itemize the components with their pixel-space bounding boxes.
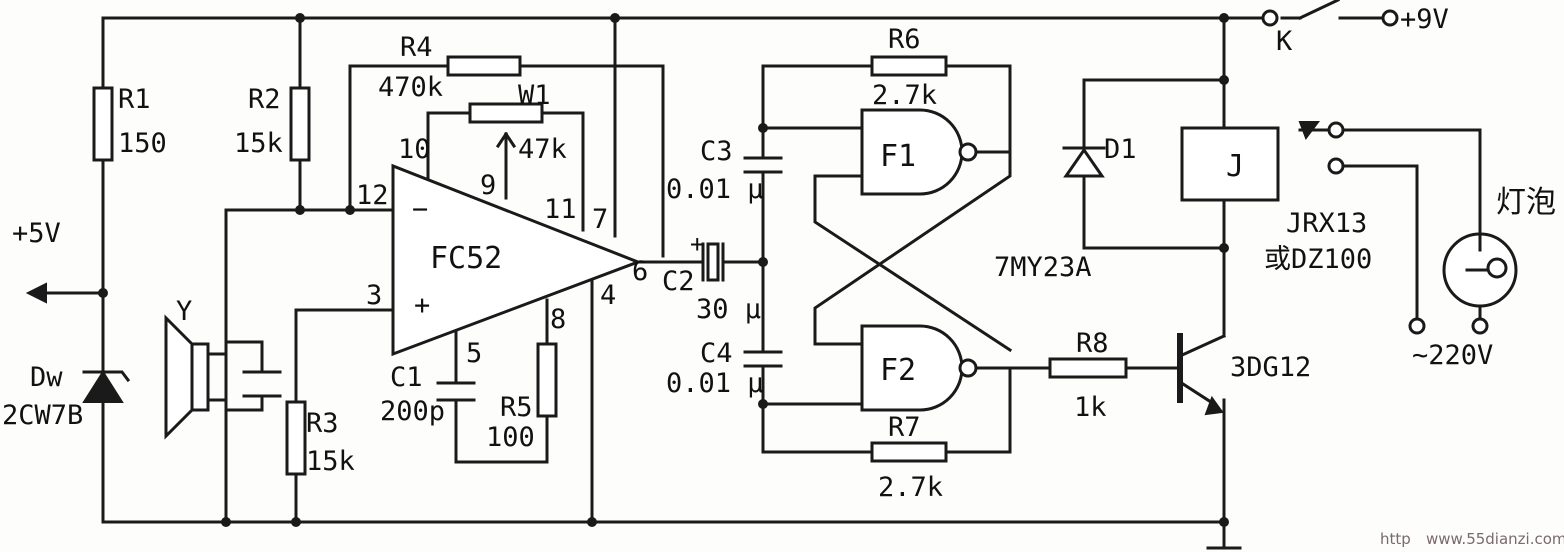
r2-name: R2 [248, 84, 281, 115]
zener-diode-dw [82, 370, 131, 403]
c3-name: C3 [700, 136, 733, 167]
pin-6: 6 [632, 256, 648, 287]
ic-plus: + [414, 290, 430, 321]
resistor-r3 [285, 400, 307, 476]
resistor-r5 [536, 342, 558, 418]
opamp-fc52 [391, 163, 643, 357]
capacitor-c2 [701, 242, 725, 282]
arrow-left-icon [25, 282, 47, 304]
wires [38, 16, 1482, 550]
relay-model-1: JRX13 [1286, 208, 1367, 239]
r1-name: R1 [118, 84, 151, 115]
pin-5: 5 [466, 338, 482, 369]
watermark-prefix: http [1380, 530, 1411, 548]
d1-label: D1 [1104, 134, 1137, 165]
supply-5v: +5V [12, 218, 61, 249]
watermark-site: www.55dianzi.com [1426, 530, 1564, 548]
labels: R1 150 R2 15k R3 15k R4 470k W1 47k R5 1… [2, 4, 1564, 548]
r8-value: 1k [1074, 392, 1107, 423]
pin-10: 10 [398, 134, 431, 165]
r1-value: 150 [118, 128, 167, 159]
zener-part: 2CW7B [2, 400, 83, 431]
c4-value: 0.01 μ [666, 368, 764, 399]
r2-value: 15k [234, 128, 283, 159]
c3-value: 0.01 μ [666, 174, 764, 205]
resistor-r2 [289, 86, 311, 162]
pin-12: 12 [356, 180, 389, 211]
relay-label: J [1226, 149, 1244, 184]
potentiometer-w1 [468, 102, 544, 124]
supply-9v: +9V [1400, 4, 1449, 35]
wiper-arrow-icon [495, 131, 517, 149]
lamp [1442, 232, 1518, 308]
w1-name: W1 [518, 80, 551, 111]
nand-gate-f1 [860, 108, 978, 196]
diode-d1 [1062, 146, 1106, 178]
c1-name: C1 [390, 362, 423, 393]
speaker-label: Y [176, 296, 192, 327]
terminals [1261, 9, 1489, 335]
c2-polarity: + [690, 230, 704, 258]
r4-value: 470k [378, 72, 443, 103]
pin-7: 7 [592, 204, 608, 235]
pin-11: 11 [544, 194, 577, 225]
pin-4: 4 [600, 280, 616, 311]
r7-value: 2.7k [878, 472, 943, 503]
r3-name: R3 [306, 408, 339, 439]
supply-ac: ~220V [1412, 340, 1493, 371]
r7-name: R7 [888, 412, 921, 443]
gate-chip-label: 7MY23A [994, 252, 1092, 283]
resistor-r6 [870, 55, 948, 77]
pin-8: 8 [550, 304, 566, 335]
r6-value: 2.7k [872, 80, 937, 111]
transistor-3dg12 [1177, 333, 1226, 416]
junction-dots [98, 13, 1229, 527]
nand-gate-f2 [860, 324, 978, 412]
lamp-label: 灯泡 [1496, 185, 1556, 220]
r3-value: 15k [306, 446, 355, 477]
r5-name: R5 [500, 392, 533, 423]
capacitor-c3 [743, 156, 783, 174]
r5-value: 100 [486, 422, 535, 453]
w1-value: 47k [518, 134, 567, 165]
zener-name: Dw [30, 362, 63, 393]
r8-name: R8 [1076, 328, 1109, 359]
capacitor-speaker [242, 370, 282, 398]
pin-3: 3 [366, 280, 382, 311]
resistor-r4 [446, 55, 522, 77]
ic-name: FC52 [430, 241, 502, 276]
relay-contact-icon [1298, 121, 1320, 141]
relay-model-2: 或DZ100 [1264, 244, 1372, 275]
switch-k [1298, 0, 1340, 20]
gate-f1-label: F1 [880, 139, 916, 174]
ic-minus: − [412, 194, 428, 225]
c2-value: 30 μ [696, 294, 761, 325]
c4-name: C4 [700, 338, 733, 369]
pin-9: 9 [480, 170, 496, 201]
relay-coil-j [1180, 126, 1280, 202]
gate-f2-label: F2 [880, 353, 916, 388]
resistor-r8 [1048, 357, 1128, 379]
c1-value: 200p [380, 396, 445, 427]
r4-name: R4 [400, 32, 433, 63]
transistor-label: 3DG12 [1230, 352, 1311, 383]
c2-name: C2 [662, 266, 695, 297]
capacitor-c4 [743, 350, 783, 368]
switch-label: K [1276, 26, 1293, 57]
resistor-r7 [870, 441, 948, 463]
capacitor-c1 [436, 381, 476, 402]
r6-name: R6 [888, 24, 921, 55]
speaker-y [164, 314, 228, 440]
resistor-r1 [92, 86, 114, 162]
